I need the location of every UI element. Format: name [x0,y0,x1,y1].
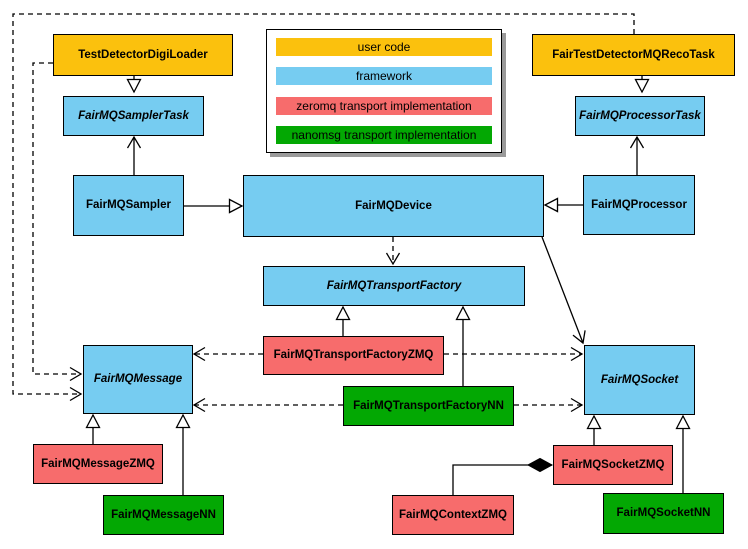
node-fairmq-transport-factory: FairMQTransportFactory [263,266,525,306]
legend-item-nanomsg: nanomsg transport implementation [276,125,492,144]
node-fairmq-device: FairMQDevice [243,175,544,237]
legend-item-framework: framework [276,67,492,86]
node-fairmq-socket-zmq: FairMQSocketZMQ [553,445,673,485]
node-fairmq-transport-factory-nn: FairMQTransportFactoryNN [343,386,514,426]
edge-recotask-message [12,13,635,402]
node-fairmq-context-zmq: FairMQContextZMQ [392,495,514,535]
legend: user code framework zeromq transport imp… [266,29,502,153]
node-fairmq-socket: FairMQSocket [584,345,695,415]
node-fairmq-message-zmq: FairMQMessageZMQ [33,444,163,484]
edge-contextzmq-socketzmq [452,465,552,495]
node-fairmq-message: FairMQMessage [83,345,193,414]
edge-device-socket [541,236,586,345]
node-test-detector-digi-loader: TestDetectorDigiLoader [53,34,233,76]
edge-digiloader-message [32,62,83,382]
node-fairmq-socket-nn: FairMQSocketNN [603,493,724,534]
node-fairmq-sampler-task: FairMQSamplerTask [63,96,204,136]
node-fairmq-processor: FairMQProcessor [583,175,695,235]
legend-item-zeromq: zeromq transport implementation [276,96,492,115]
node-fairmq-transport-factory-zmq: FairMQTransportFactoryZMQ [263,336,444,375]
node-fairmq-processor-task: FairMQProcessorTask [575,96,705,136]
node-fair-test-detector-mq-reco-task: FairTestDetectorMQRecoTask [532,34,735,76]
legend-item-user-code: user code [276,38,492,56]
node-fairmq-sampler: FairMQSampler [73,175,184,236]
node-fairmq-message-nn: FairMQMessageNN [103,495,224,535]
